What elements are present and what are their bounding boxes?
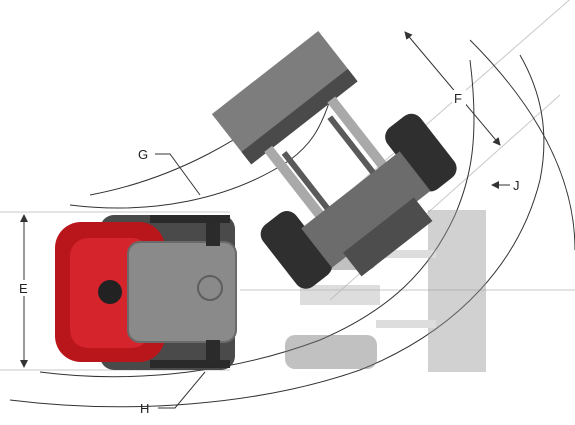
front-wheel-left <box>260 211 333 289</box>
leader-h: H <box>140 371 206 416</box>
front-machine <box>211 30 457 289</box>
leader-g: G <box>138 147 201 196</box>
arc-h <box>39 59 475 378</box>
label-h: H <box>140 401 149 416</box>
emblem <box>197 275 223 301</box>
label-e: E <box>19 281 28 296</box>
cap <box>98 280 122 304</box>
dimension-e: E <box>16 214 32 368</box>
label-j: J <box>513 178 520 193</box>
front-wheel-right <box>385 113 457 192</box>
seat-panel <box>127 241 237 343</box>
rear-body <box>55 215 237 370</box>
blade <box>211 30 356 162</box>
leader-j: J <box>491 178 520 193</box>
label-f: F <box>454 91 462 106</box>
arc-outer-j <box>9 54 545 408</box>
turning-arcs <box>9 39 575 408</box>
arc-g <box>69 99 331 209</box>
dimension-f: F <box>404 31 501 146</box>
label-g: G <box>138 147 148 162</box>
